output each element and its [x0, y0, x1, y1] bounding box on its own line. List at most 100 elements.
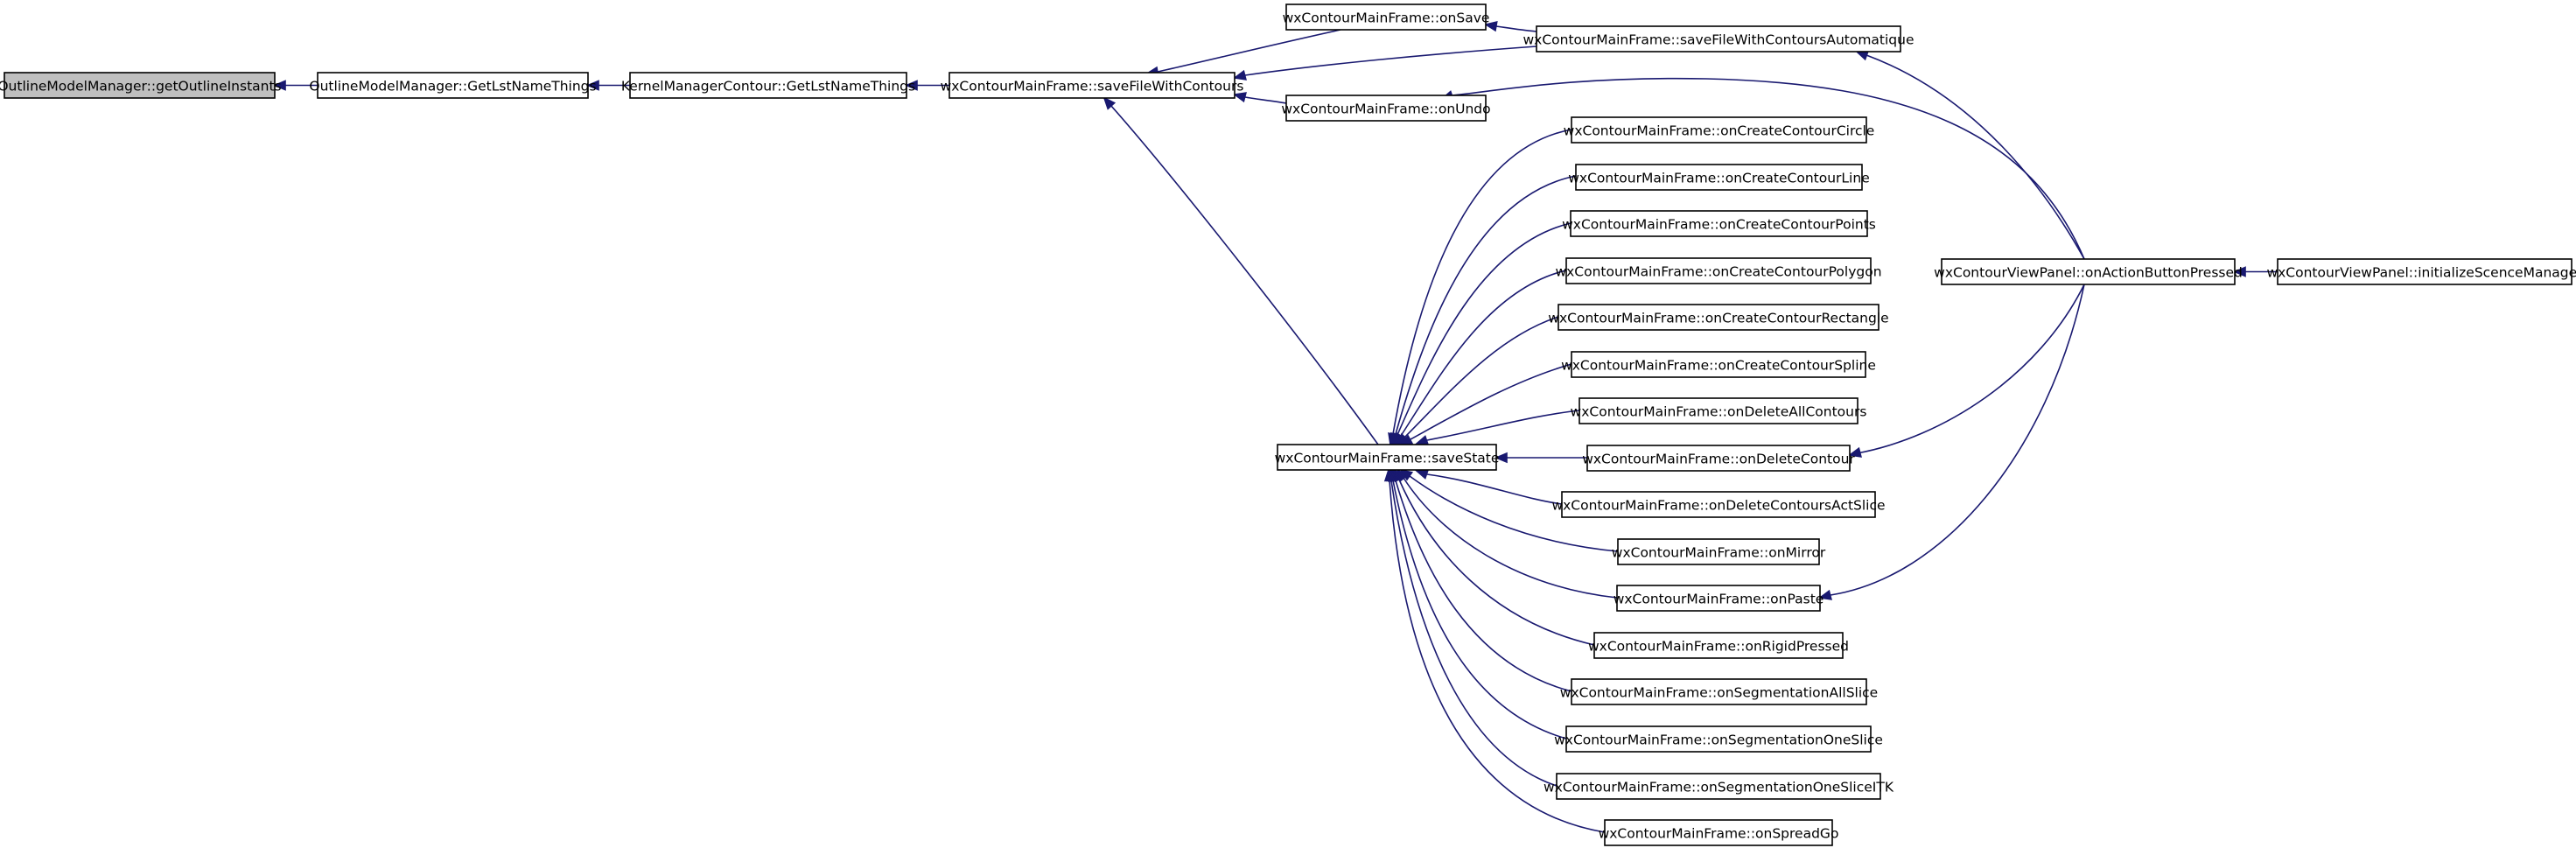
edge-line — [1244, 96, 1287, 104]
node-label: KernelManagerContour::GetLstNameThings — [621, 79, 915, 95]
edge-n5-to-n3 — [1232, 46, 1537, 81]
graph-node[interactable]: wxContourMainFrame::saveState — [1275, 444, 1500, 471]
node-label: wxContourMainFrame::onDeleteAllContours — [1571, 404, 1867, 420]
node-box — [1593, 632, 1844, 659]
node-box — [1565, 725, 1872, 753]
node-box — [948, 72, 1236, 99]
edge-n8-to-n7 — [1388, 129, 1572, 447]
root-node[interactable]: OutlineModelManager::getOutlineInstants — [0, 72, 282, 99]
graph-node[interactable]: wxContourMainFrame::saveFileWithContours… — [1522, 25, 1914, 53]
node-box — [1578, 397, 1858, 424]
node-label: wxContourMainFrame::onUndo — [1281, 102, 1490, 117]
edge-line — [1410, 363, 1572, 440]
node-label: wxContourMainFrame::onSave — [1283, 11, 1490, 26]
graph-node[interactable]: wxContourMainFrame::onUndo — [1281, 95, 1491, 122]
node-label: wxContourMainFrame::onCreateContourLine — [1568, 171, 1869, 186]
edge-line — [1426, 473, 1563, 505]
arrowhead-icon — [1232, 69, 1247, 81]
edge-n20-to-n7 — [1390, 467, 1572, 692]
graph-node[interactable]: wxContourMainFrame::onSave — [1283, 4, 1490, 31]
edge-line — [1866, 54, 2085, 260]
graph-node[interactable]: wxContourMainFrame::onCreateContourCircl… — [1564, 116, 1875, 144]
edge-n7-to-n3 — [1102, 96, 1379, 445]
graph-node[interactable]: wxContourMainFrame::onCreateContourLine — [1568, 164, 1870, 191]
node-box — [1561, 491, 1876, 518]
node-box — [1558, 304, 1880, 331]
edge-line — [1452, 77, 2085, 260]
node-box — [1616, 585, 1821, 612]
node-label: wxContourMainFrame::onCreateContourPoint… — [1562, 217, 1876, 233]
node-label: wxContourMainFrame::onRigidPressed — [1588, 639, 1849, 655]
graph-node[interactable]: wxContourViewPanel::initializeScenceMana… — [2266, 258, 2576, 285]
graph-node[interactable]: wxContourMainFrame::onDeleteAllContours — [1571, 397, 1867, 424]
graph-node[interactable]: wxContourMainFrame::onCreateContourPoint… — [1562, 210, 1876, 237]
edge-line — [1157, 29, 1341, 73]
arrowhead-icon — [1847, 446, 1862, 458]
edge-line — [1396, 222, 1572, 436]
graph-node[interactable]: wxContourMainFrame::onMirror — [1612, 538, 1826, 565]
edge-line — [1409, 475, 1619, 552]
edge-line — [1244, 46, 1537, 76]
graph-node[interactable]: wxContourMainFrame::onCreateContourRecta… — [1548, 304, 1889, 331]
node-box — [1586, 445, 1851, 472]
graph-node[interactable]: wxContourMainFrame::onRigidPressed — [1588, 632, 1849, 659]
edge-line — [1398, 479, 1595, 646]
node-label: wxContourMainFrame::saveFileWithContours — [941, 79, 1244, 95]
edge-line — [1392, 480, 1567, 739]
edge-line — [1426, 410, 1580, 441]
nodes-layer: OutlineModelManager::getOutlineInstants O… — [0, 4, 2576, 846]
graph-node[interactable]: KernelManagerContour::GetLstNameThings — [621, 72, 915, 99]
arrowhead-icon — [1415, 435, 1430, 445]
node-label: wxContourMainFrame::onPaste — [1614, 592, 1824, 607]
graph-node[interactable]: wxContourMainFrame::onDeleteContour — [1582, 445, 1855, 472]
edge-n25-to-n24 — [2232, 266, 2278, 277]
node-box — [317, 72, 589, 99]
node-label: wxContourMainFrame::onSegmentationOneSli… — [1554, 732, 1883, 748]
graph-node[interactable]: wxContourMainFrame::onSegmentationAllSli… — [1560, 678, 1878, 705]
arrowhead-icon — [1415, 469, 1430, 480]
edge-n14-to-n7 — [1415, 410, 1580, 445]
arrowhead-icon — [1383, 467, 1396, 482]
node-label: wxContourMainFrame::onSegmentationOneSli… — [1544, 780, 1894, 795]
node-label: wxContourMainFrame::saveState — [1275, 451, 1500, 466]
graph-node[interactable]: wxContourMainFrame::onCreateContourPolyg… — [1555, 257, 1882, 284]
edge-line — [1404, 316, 1559, 438]
graph-node[interactable]: wxContourMainFrame::onDeleteContoursActS… — [1551, 491, 1886, 518]
node-label: wxContourMainFrame::onCreateContourPolyg… — [1555, 264, 1881, 280]
edge-n1-to-n0 — [272, 80, 318, 91]
arrowhead-icon — [1102, 96, 1116, 110]
edge-n15-to-n7 — [1494, 452, 1587, 464]
graph-node[interactable]: wxContourMainFrame::onCreateContourSplin… — [1561, 351, 1876, 378]
node-box — [1617, 538, 1820, 565]
graph-node[interactable]: wxContourMainFrame::onSegmentationOneSli… — [1544, 773, 1894, 800]
node-label: wxContourMainFrame::onCreateContourRecta… — [1548, 311, 1888, 326]
node-box — [1536, 25, 1901, 53]
graph-node[interactable]: OutlineModelManager::GetLstNameThings — [309, 72, 597, 99]
node-label: wxContourMainFrame::saveFileWithContours… — [1522, 32, 1914, 48]
node-box — [1571, 116, 1867, 144]
graph-node[interactable]: wxContourMainFrame::onPaste — [1614, 585, 1824, 612]
node-box — [1941, 258, 2236, 285]
node-label: wxContourMainFrame::onDeleteContoursActS… — [1551, 498, 1885, 514]
node-box — [2277, 258, 2572, 285]
edge-line — [1403, 477, 1618, 599]
graph-node[interactable]: wxContourMainFrame::onSegmentationOneSli… — [1554, 725, 1883, 753]
graph-node[interactable]: wxContourMainFrame::onSpreadGo — [1599, 819, 1839, 846]
edge-line — [1856, 284, 2085, 454]
arrowhead-icon — [585, 80, 599, 91]
graph-node[interactable]: wxContourMainFrame::saveFileWithContours — [941, 72, 1244, 99]
edges-layer — [272, 20, 2278, 833]
node-label: wxContourMainFrame::onSegmentationAllSli… — [1560, 685, 1878, 701]
node-label: wxContourMainFrame::onCreateContourSplin… — [1561, 358, 1876, 374]
edge-line — [1389, 480, 1606, 833]
graph-node[interactable]: wxContourViewPanel::onActionButtonPresse… — [1934, 258, 2243, 285]
node-box — [1565, 257, 1872, 284]
edge-n6-to-n3 — [1232, 92, 1287, 104]
edge-n2-to-n1 — [585, 80, 630, 91]
node-label: OutlineModelManager::GetLstNameThings — [309, 79, 596, 95]
edge-n4-to-n3 — [1144, 29, 1341, 78]
node-label: wxContourMainFrame::onSpreadGo — [1599, 826, 1839, 842]
node-box — [1556, 773, 1881, 800]
edge-n3-to-n2 — [904, 80, 949, 91]
